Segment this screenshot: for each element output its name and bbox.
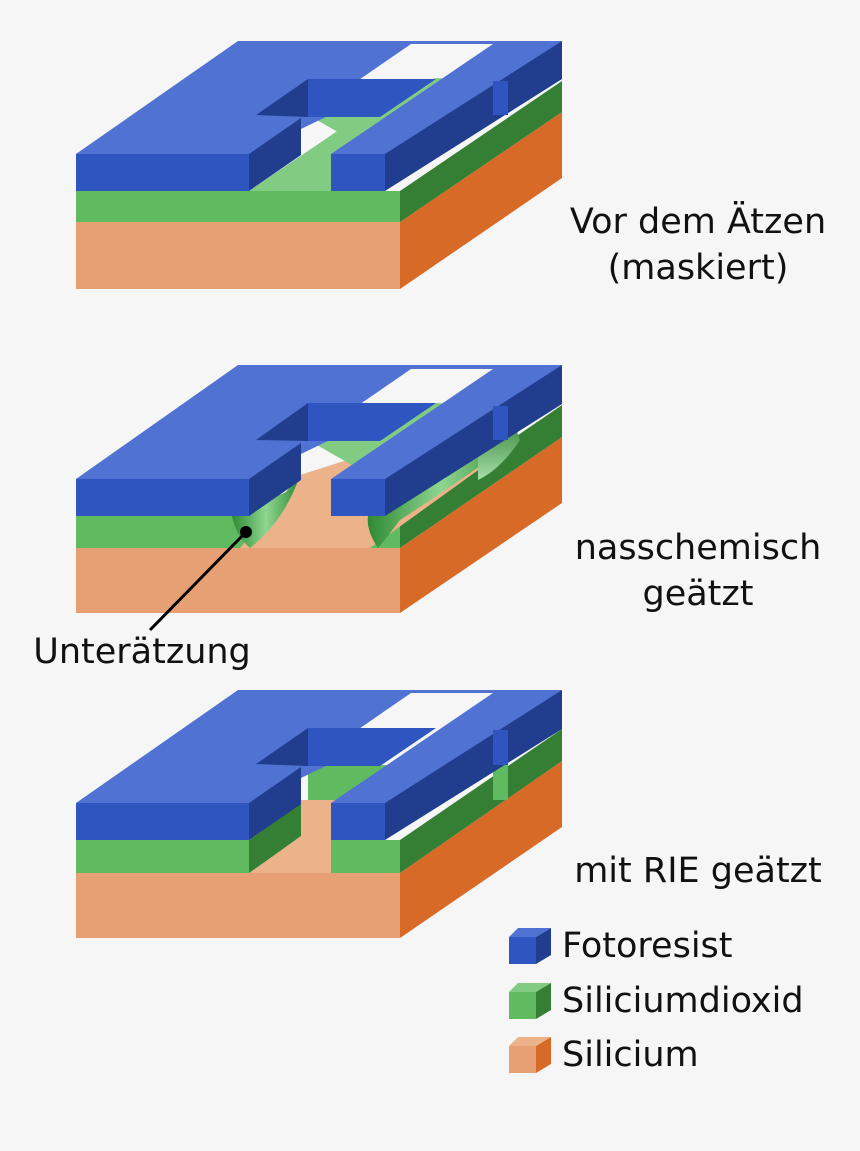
resist-side	[385, 41, 562, 191]
stage-masked-block	[76, 41, 562, 289]
legend-swatch-oxide	[509, 983, 551, 1019]
resist-window	[308, 728, 436, 766]
resist-inner-wall	[249, 118, 301, 191]
silicon-front	[76, 222, 400, 289]
resist-window-wall	[256, 79, 308, 117]
oxide-front	[76, 191, 400, 222]
silicon-side	[400, 761, 562, 938]
resist-window	[308, 403, 436, 441]
resist-front-right	[331, 479, 385, 516]
silicon-front	[76, 548, 400, 613]
caption-stage2-line1: nasschemisch	[574, 528, 822, 568]
resist-notch-wall	[493, 406, 508, 440]
undercut-arch	[270, 485, 345, 548]
resist-window-wall	[256, 728, 308, 766]
resist-front-right	[331, 803, 385, 840]
silicon-side	[400, 437, 562, 613]
resist-notch-wall	[493, 81, 508, 115]
resist-front-left	[76, 154, 249, 191]
oxide-trench-right	[493, 765, 508, 800]
legend-label-resist: Fotoresist	[562, 926, 733, 966]
caption-stage1-line1: Vor dem Ätzen	[569, 202, 827, 242]
resist-notch-wall	[493, 730, 508, 765]
stage-rie-block	[76, 690, 562, 938]
oxide-front-right	[331, 840, 385, 873]
caption-stage2-line2: geätzt	[642, 574, 754, 614]
resist-inner-wall	[249, 443, 301, 516]
undercut-callout-label: Unterätzung	[33, 632, 251, 672]
oxide-trench-left-wall	[249, 803, 301, 873]
caption-stage1-line2: (maskiert)	[607, 248, 789, 288]
legend-swatch-silicon	[509, 1037, 551, 1073]
resist-front-right	[331, 154, 385, 191]
legend-label-silicon: Silicium	[562, 1035, 699, 1075]
resist-front-left	[76, 479, 249, 516]
resist-window	[308, 79, 436, 117]
silicon-side	[400, 112, 562, 289]
resist-side	[385, 365, 562, 516]
caption-stage3-line1: mit RIE geätzt	[574, 851, 822, 891]
oxide-side	[400, 81, 562, 222]
legend-swatch-resist	[509, 928, 551, 964]
resist-front-left	[76, 803, 249, 840]
silicon-front	[76, 873, 400, 938]
resist-window-wall	[256, 403, 308, 441]
oxide-side	[400, 729, 562, 873]
resist-side	[385, 690, 562, 840]
legend-label-oxide: Siliciumdioxid	[562, 981, 804, 1021]
undercut-callout-line	[148, 530, 248, 632]
stage-wet-block	[76, 365, 562, 632]
resist-inner-wall	[249, 767, 301, 840]
undercut-callout-dot	[240, 526, 252, 538]
